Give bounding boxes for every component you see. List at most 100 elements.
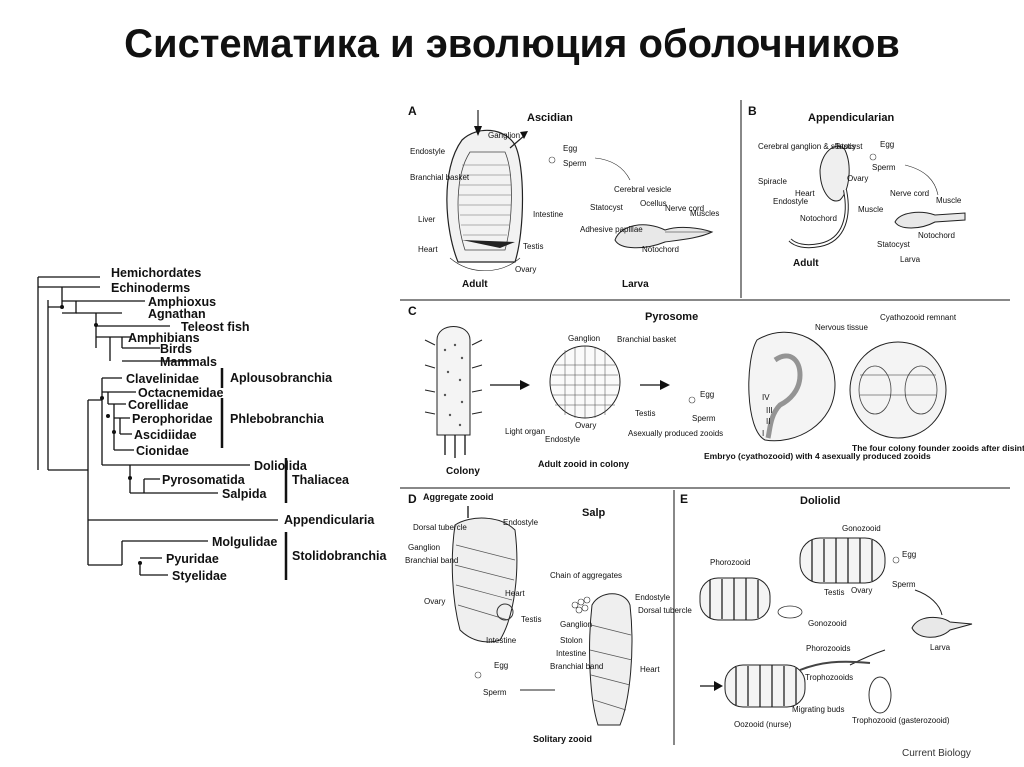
taxon-label: Molgulidae [212,535,277,549]
adult-ascidian-drawing [446,110,528,272]
anatomy-label: Ocellus [640,199,667,208]
adult-zooid-drawing [549,345,621,419]
taxon-label: Amphioxus [148,295,216,309]
phorozooid-drawing [699,577,803,621]
taxon-label: Pyuridae [166,552,219,566]
taxon-label: Octacnemidae [138,386,224,400]
anatomy-label: Egg [563,144,577,153]
group-label: Stolidobranchia [292,549,388,563]
credit-text: Current Biology [902,748,971,759]
anatomy-label: Statocyst [590,203,624,212]
caption: Larva [900,255,921,264]
anatomy-label: I [762,429,764,438]
anatomy-label: Migrating buds [792,705,844,714]
caption: Aggregate zooid [423,492,494,502]
anatomy-label: Sperm [892,580,916,589]
page-title: Систематика и эволюция оболочников [124,22,900,66]
taxon-label: Salpida [222,487,268,501]
anatomy-label: III [766,406,773,415]
anatomy-label: Cerebral vesicle [614,185,672,194]
anatomy-label: Branchial basket [617,335,677,344]
panel-d-salp: D Aggregate zooid Salp Dorsal tubercle E… [405,492,692,744]
anatomy-label: Trophozooids [805,673,853,682]
anatomy-label: Oozooid (nurse) [734,720,792,729]
anatomy-label: Statocyst [877,240,911,249]
taxon-label: Corellidae [128,398,188,412]
anatomy-label: Adhesive papillae [580,225,643,234]
panel-b-appendicularian: B Appendicularian Cerebral ganglion & st… [748,104,966,269]
panel-c-pyrosome: C Pyrosome Colony Ganglion Branchial bas… [408,304,1024,477]
caption: Adult zooid in colony [538,459,629,469]
anatomy-label: Sperm [692,414,716,423]
taxon-label: Teleost fish [181,320,250,334]
taxon-label: Cionidae [136,444,189,458]
panel-letter: E [680,492,688,506]
anatomy-label: Trophozooid (gasterozooid) [852,716,950,725]
anatomy-label: Notochord [800,214,837,223]
founder-zooids-drawing [849,341,947,439]
anatomy-label: Testis [523,242,543,251]
larva-drawing [894,211,966,229]
anatomy-label: Ovary [851,586,872,595]
anatomy-label: Sperm [483,688,507,697]
anatomy-label: Ovary [424,597,445,606]
oozooid-drawing [724,660,892,714]
gonozooid-drawing [799,537,886,584]
anatomy-label: Intestine [486,636,517,645]
embryo-drawing [748,331,836,442]
adult-appendicularian-drawing [788,145,850,249]
group-label: Aplousobranchia [230,371,333,385]
anatomy-label: Egg [494,661,508,670]
anatomy-label: II [766,417,770,426]
anatomy-label: Endostyle [545,435,581,444]
anatomy-label: Heart [640,665,660,674]
anatomy-label: Ganglion [488,131,520,140]
aggregate-zooid-drawing [451,517,518,643]
panel-a-ascidian: A Ascidian Endostyle Ganglion Branchial … [408,104,719,290]
panel-title: Ascidian [527,112,573,124]
caption: Adult [462,279,488,290]
anatomy-label: Nervous tissue [815,323,868,332]
anatomy-label: Testis [824,588,844,597]
anatomy-label: Muscles [690,209,719,218]
taxon-label: Echinoderms [111,281,190,295]
taxon-label: Styelidae [172,569,227,583]
panel-letter: D [408,492,417,506]
taxon-label: Doliolida [254,459,308,473]
anatomy-label: Ganglion [408,543,440,552]
anatomy-label: Ovary [515,265,536,274]
anatomy-label: Cerebral ganglion & statocyst [758,142,863,151]
anatomy-label: Branchial band [550,662,603,671]
anatomy-label: Cyathozooid remnant [880,313,957,322]
anatomy-label: Light organ [505,427,545,436]
anatomy-label: Nerve cord [665,204,704,213]
anatomy-label: Phorozooids [806,644,850,653]
panel-e-doliolid: E Doliolid Gonozooid Phorozooid Egg Sper… [680,492,973,759]
anatomy-label: Endostyle [410,147,446,156]
taxon-label: Mammals [160,355,217,369]
panel-title: Appendicularian [808,112,894,124]
anatomy-label: IV [762,393,770,402]
anatomy-label: Endostyle [503,518,539,527]
caption: Adult [793,258,819,269]
anatomy-label: Liver [418,215,436,224]
group-label: Thaliacea [292,473,350,487]
taxon-label: Clavelinidae [126,372,199,386]
anatomy-label: Intestine [533,210,564,219]
anatomy-label: Egg [902,550,916,559]
anatomy-label: Ovary [847,174,868,183]
anatomy-label: Ovary [575,421,596,430]
taxon-label: Pyrosomatida [162,473,246,487]
anatomy-label: Testis [835,142,855,151]
anatomy-label: Ganglion [568,334,600,343]
anatomy-label: Gonozooid [808,619,847,628]
anatomy-label: Notochord [642,245,679,254]
caption: Larva [622,279,649,290]
taxon-label: Ascidiidae [134,428,197,442]
anatomy-label: Muscle [858,205,884,214]
anatomy-label: Heart [795,189,815,198]
anatomy-label: Branchial basket [410,173,470,182]
anatomy-label: Ganglion [560,620,592,629]
larva-drawing [911,616,973,638]
